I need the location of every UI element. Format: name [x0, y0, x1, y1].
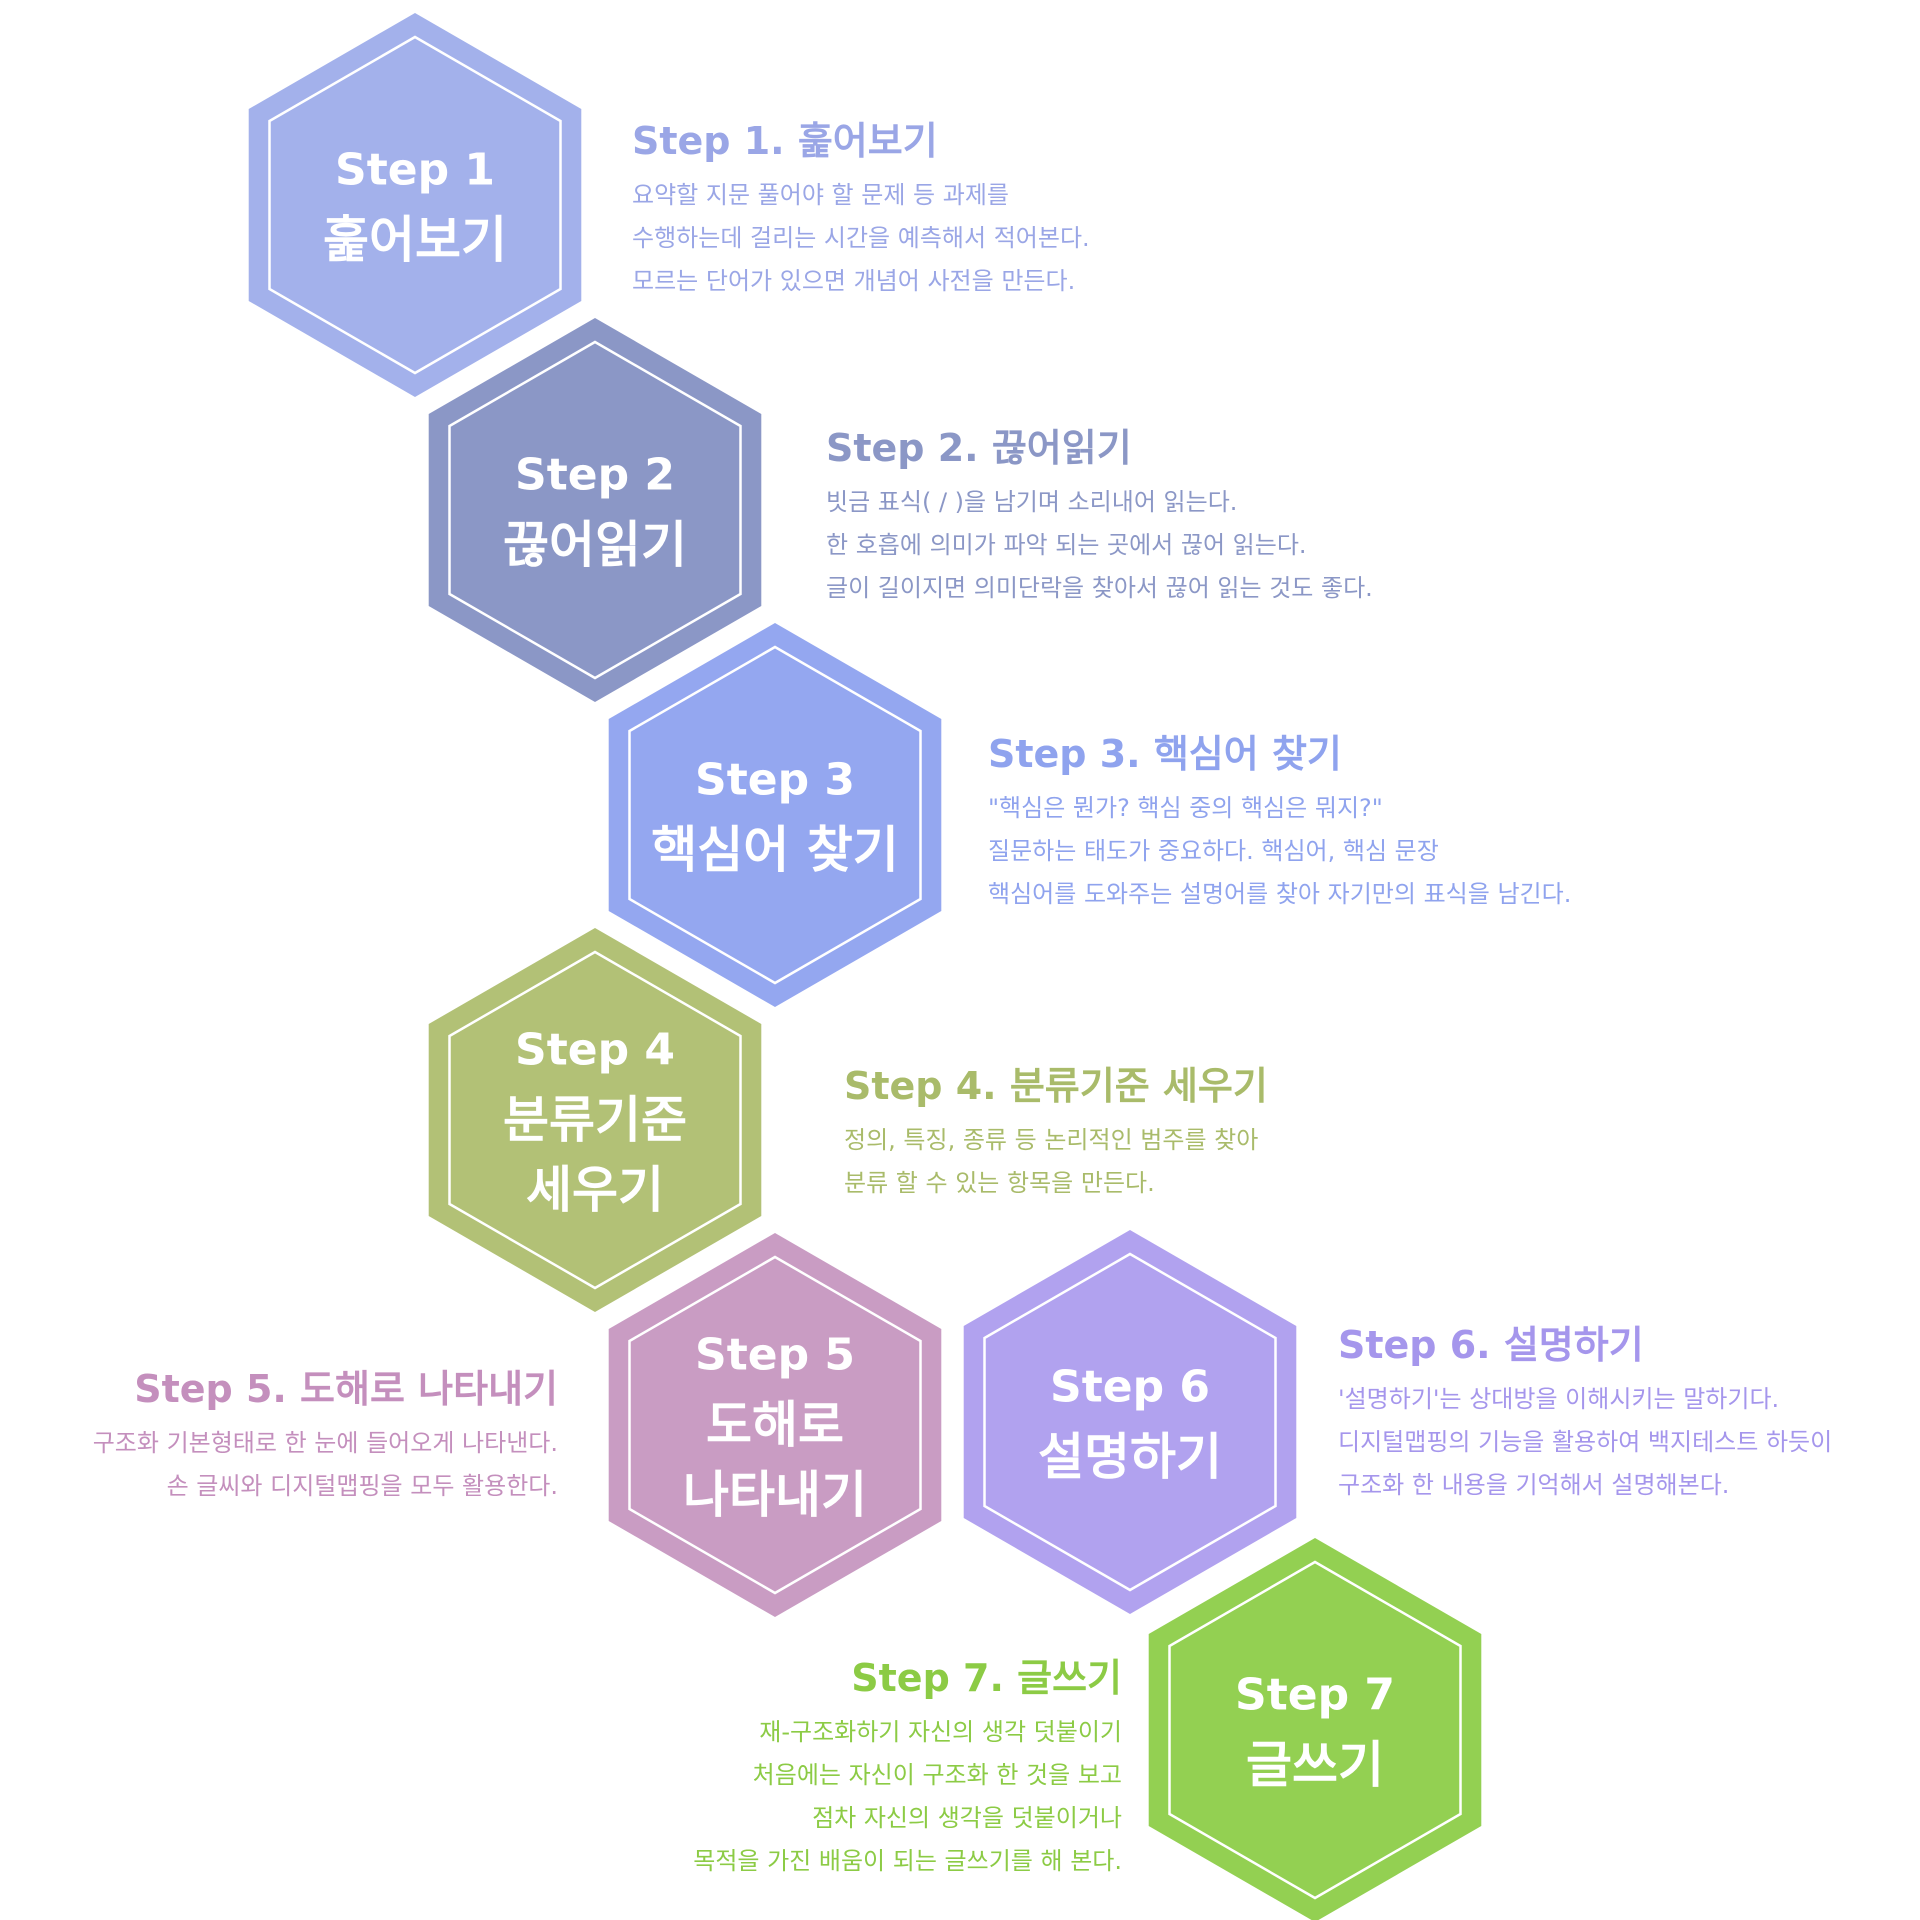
step-3-description: Step 3. 핵심어 찾기 "핵심은 뭔가? 핵심 중의 핵심은 뭐지?" 질… — [988, 731, 1571, 916]
step-text-line: 글이 길이지면 의미단락을 찾아서 끊어 읽는 것도 좋다. — [826, 574, 1373, 602]
hexagon-shape — [608, 1233, 942, 1617]
hexagon-step-title: 핵심어 찾기 — [651, 821, 898, 879]
step-4-description: Step 4. 분류기준 세우기 정의, 특징, 종류 등 논리적인 범주를 찾… — [844, 1063, 1268, 1205]
step-text-line: 수행하는데 걸리는 시간을 예측해서 적어본다. — [632, 224, 1090, 252]
hexagon-step-number: Step 3 — [695, 755, 855, 806]
hexagon-inner-outline — [268, 35, 562, 375]
step-text-line: 빗금 표식( / )을 남기며 소리내어 읽는다. — [826, 488, 1238, 516]
step-1-description: Step 1. 훑어보기 요약할 지문 풀어야 할 문제 등 과제를 수행하는데… — [632, 118, 1090, 303]
step-heading: Step 3. 핵심어 찾기 — [988, 732, 1342, 776]
hexagon-shape — [608, 623, 942, 1007]
step-heading: Step 6. 설명하기 — [1338, 1323, 1644, 1367]
step-2-description: Step 2. 끊어읽기 빗금 표식( / )을 남기며 소리내어 읽는다. 한… — [826, 425, 1373, 610]
hexagon-inner-outline — [1168, 1560, 1462, 1900]
step-text-line: 질문하는 태도가 중요하다. 핵심어, 핵심 문장 — [988, 837, 1439, 865]
hexagon-shape — [248, 13, 582, 397]
step-3-hexagon: Step 3 핵심어 찾기 — [608, 623, 942, 1007]
step-text-line: "핵심은 뭔가? 핵심 중의 핵심은 뭐지?" — [988, 794, 1383, 822]
step-text-line: 손 글씨와 디지털맵핑을 모두 활용한다. — [166, 1472, 558, 1500]
hexagon-step-number: Step 1 — [335, 145, 495, 196]
step-text-line: 구조화 한 내용을 기억해서 설명해본다. — [1338, 1471, 1730, 1499]
hexagon-inner-outline — [628, 645, 922, 985]
step-text-line: 구조화 기본형태로 한 눈에 들어오게 나타낸다. — [92, 1429, 558, 1457]
step-heading: Step 7. 글쓰기 — [851, 1656, 1122, 1700]
step-heading: Step 5. 도해로 나타내기 — [134, 1367, 558, 1411]
hexagon-step-title: 설명하기 — [1038, 1428, 1222, 1486]
step-text-line: 처음에는 자신이 구조화 한 것을 보고 — [752, 1761, 1122, 1789]
hexagon-step-number: Step 4 — [515, 1025, 675, 1076]
hexagon-shape — [963, 1230, 1297, 1614]
step-5-description: Step 5. 도해로 나타내기 구조화 기본형태로 한 눈에 들어오게 나타낸… — [40, 1366, 558, 1508]
step-text-line: 목적을 가진 배움이 되는 글쓰기를 해 본다. — [693, 1847, 1122, 1875]
hexagon-step-title: 세우기 — [526, 1161, 664, 1219]
hexagon-step-title: 분류기준 — [503, 1091, 687, 1149]
hexagon-step-number: Step 6 — [1050, 1362, 1210, 1413]
hexagon-step-number: Step 2 — [515, 450, 675, 501]
hexagon-step-title: 글쓰기 — [1246, 1736, 1384, 1794]
step-text-line: 점차 자신의 생각을 덧붙이거나 — [812, 1804, 1122, 1832]
hexagon-step-title: 훑어보기 — [323, 211, 507, 269]
hexagon-inner-outline — [983, 1252, 1277, 1592]
step-text-line: 핵심어를 도와주는 설명어를 찾아 자기만의 표식을 남긴다. — [988, 880, 1572, 908]
step-7-description: Step 7. 글쓰기 재-구조화하기 자신의 생각 덧붙이기 처음에는 자신이… — [540, 1655, 1122, 1883]
hexagon-inner-outline — [448, 340, 742, 680]
step-text-line: 요약할 지문 풀어야 할 문제 등 과제를 — [632, 181, 1009, 209]
step-text-line: 정의, 특징, 종류 등 논리적인 범주를 찾아 — [844, 1126, 1259, 1154]
hexagon-step-title: 끊어읽기 — [503, 516, 687, 574]
step-text-line: 재-구조화하기 자신의 생각 덧붙이기 — [759, 1718, 1122, 1746]
hexagon-step-number: Step 7 — [1235, 1670, 1395, 1721]
step-2-hexagon: Step 2 끊어읽기 — [428, 318, 762, 702]
step-heading: Step 4. 분류기준 세우기 — [844, 1064, 1268, 1108]
step-6-description: Step 6. 설명하기 '설명하기'는 상대방을 이해시키는 말하기다. 디지… — [1338, 1322, 1832, 1507]
hexagon-step-title: 나타내기 — [683, 1466, 867, 1524]
step-text-line: 모르는 단어가 있으면 개념어 사전을 만든다. — [632, 267, 1076, 295]
step-1-hexagon: Step 1 훑어보기 — [248, 13, 582, 397]
hexagon-step-title: 도해로 — [706, 1396, 844, 1454]
hexagon-inner-outline — [448, 950, 742, 1290]
hexagon-shape — [1148, 1538, 1482, 1920]
step-text-line: 한 호흡에 의미가 파악 되는 곳에서 끊어 읽는다. — [826, 531, 1307, 559]
step-heading: Step 2. 끊어읽기 — [826, 426, 1132, 470]
step-text-line: 디지털맵핑의 기능을 활용하여 백지테스트 하듯이 — [1338, 1428, 1833, 1456]
step-7-hexagon: Step 7 글쓰기 — [1148, 1538, 1482, 1920]
hexagon-shape — [428, 318, 762, 702]
step-text-line: 분류 할 수 있는 항목을 만든다. — [844, 1169, 1155, 1197]
hexagon-shape — [428, 928, 762, 1312]
hexagon-step-number: Step 5 — [695, 1330, 855, 1381]
step-text-line: '설명하기'는 상대방을 이해시키는 말하기다. — [1338, 1385, 1780, 1413]
step-6-hexagon: Step 6 설명하기 — [963, 1230, 1297, 1614]
hexagon-inner-outline — [628, 1255, 922, 1595]
step-heading: Step 1. 훑어보기 — [632, 119, 938, 163]
